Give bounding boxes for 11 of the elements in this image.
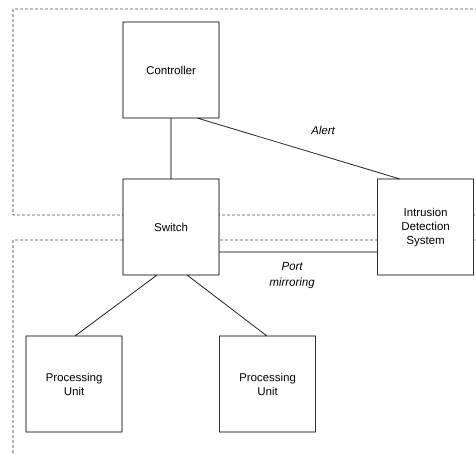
connector-line xyxy=(170,118,172,180)
box: Processing Unit xyxy=(26,336,122,432)
box: Controller xyxy=(122,22,220,118)
connector-line xyxy=(186,274,268,336)
edge-label: Alert xyxy=(310,126,336,134)
box: Processing Unit xyxy=(219,336,316,432)
box: Intrusion Detection System xyxy=(377,178,474,276)
connector-line xyxy=(74,274,158,336)
connector-line xyxy=(196,118,400,180)
edge-label: Port mirroring xyxy=(270,262,314,288)
box: Switch xyxy=(122,178,220,276)
